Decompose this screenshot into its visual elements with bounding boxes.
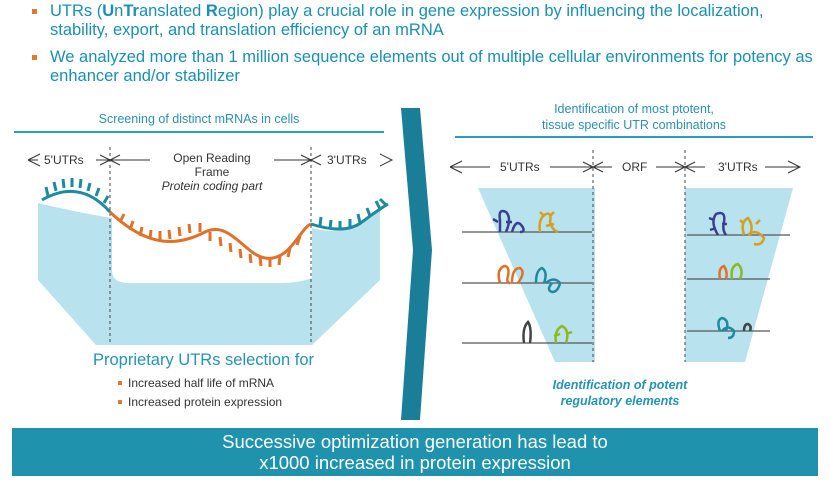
mrna-orf-strand: [108, 210, 312, 260]
right-panel-heading: Identification of most ptotent, tissue s…: [541, 102, 727, 132]
regulatory-element-rows: [462, 231, 790, 344]
label-3utr-left: 3'UTRs: [327, 153, 367, 167]
funnel-3utr: [685, 188, 793, 362]
mrna-5utr-strand: [41, 189, 112, 213]
mrna-orf-teeth: [118, 213, 302, 267]
bullet-marker: [32, 9, 37, 14]
arrow-orf: [109, 154, 312, 166]
bullet-analysis: We analyzed more than 1 million sequence…: [28, 48, 818, 86]
label-orf-right: ORF: [622, 160, 648, 174]
summary-banner: Successive optimization generation has l…: [12, 428, 818, 476]
chevron-divider: [401, 108, 432, 420]
list-item: Increased protein expression: [118, 393, 282, 412]
orf-label: Open Reading Frame Protein coding part: [161, 151, 263, 193]
selection-title: Proprietary UTRs selection for: [93, 351, 314, 369]
identification-caption: Identification of potent regulatory elem…: [552, 378, 688, 408]
bullet-marker: [32, 55, 37, 60]
label-5utr-right: 5'UTRs: [500, 160, 540, 174]
bullet-utr-role: UTRs (UnTranslated Region) play a crucia…: [28, 2, 818, 40]
mrna-5utr-teeth: [44, 178, 110, 204]
right-panel-rule: [455, 136, 813, 138]
arrow-5utr: [27, 153, 111, 167]
left-panel-rule: [14, 131, 384, 133]
arrow-right-5utr: [449, 160, 594, 174]
label-5utr-left: 5'UTRs: [44, 153, 84, 167]
arrow-right-orf: [592, 161, 686, 173]
cell-trough: [38, 203, 380, 345]
label-3utr-right: 3'UTRs: [718, 160, 758, 174]
arrow-3utr: [310, 153, 394, 167]
mrna-3utr-teeth: [318, 197, 388, 230]
selection-list: Increased half life of mRNA Increased pr…: [118, 374, 282, 412]
list-item: Increased half life of mRNA: [118, 374, 282, 393]
left-panel-heading: Screening of distinct mRNAs in cells: [98, 112, 300, 126]
intro-bullets: UTRs (UnTranslated Region) play a crucia…: [28, 2, 818, 94]
hairpin-elements: [492, 209, 766, 344]
arrow-right-3utr: [684, 160, 802, 174]
